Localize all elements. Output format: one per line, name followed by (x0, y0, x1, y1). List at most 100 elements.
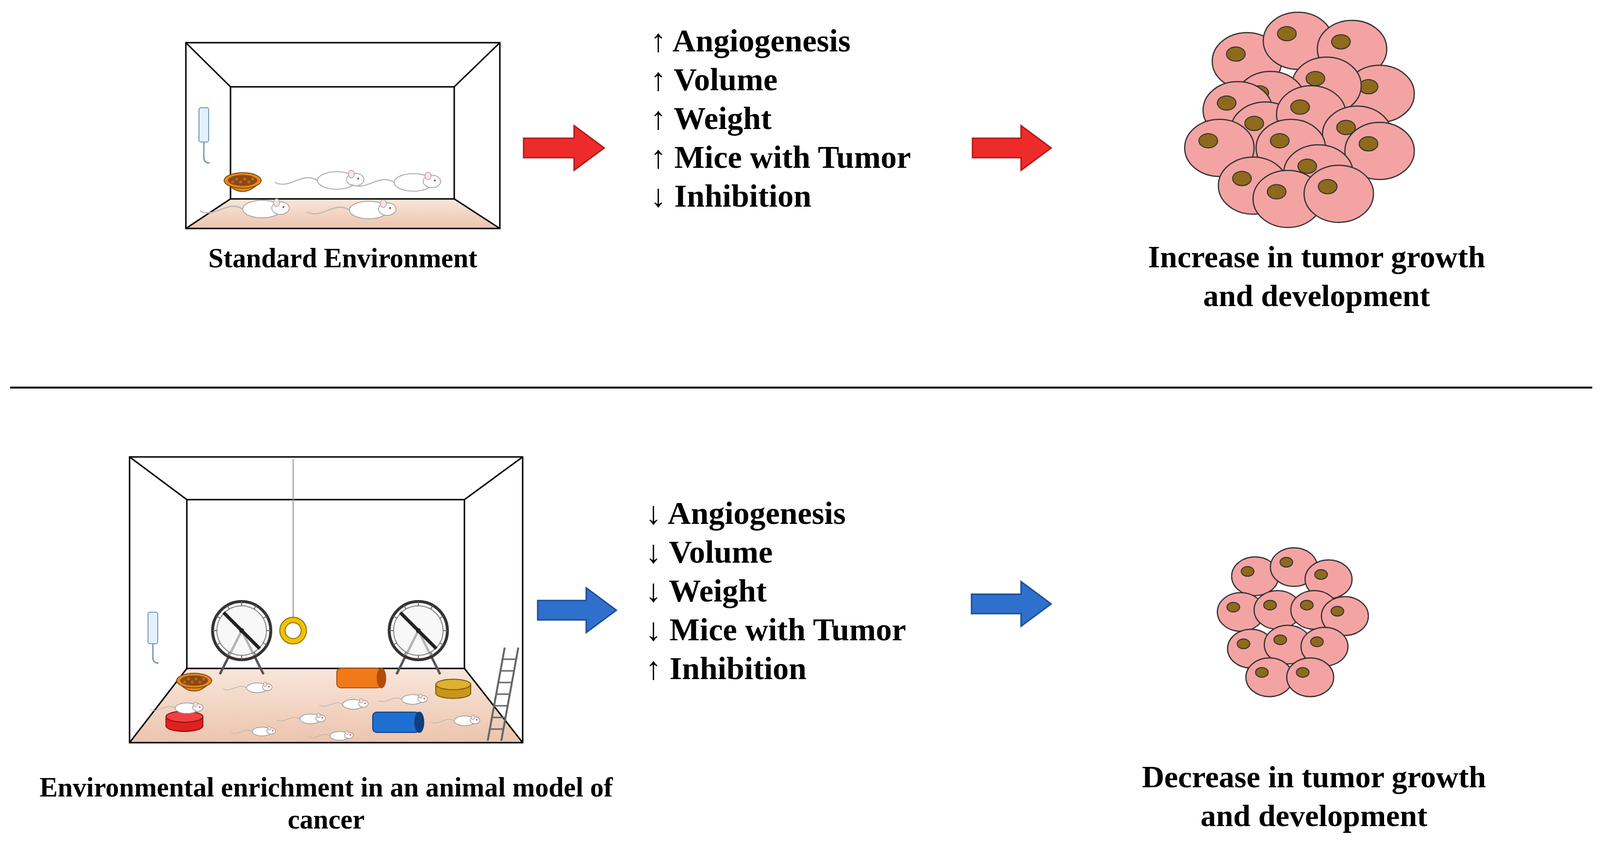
mouse-eye (268, 686, 270, 688)
wheel-rung (393, 616, 397, 619)
bottle-spout (152, 643, 159, 664)
water-bottle (198, 107, 210, 164)
mouse-eye (423, 697, 426, 700)
cage-edge (185, 198, 231, 229)
cell-nucleus (1270, 133, 1290, 148)
wheel-rung (263, 616, 267, 619)
mouse-ear (418, 693, 423, 699)
food-pellet (182, 680, 186, 684)
mouse-figure (276, 713, 326, 725)
ring-outline (282, 620, 304, 642)
wheel-rung (216, 616, 221, 619)
cell-nucleus (1237, 639, 1250, 649)
mouse-eye (282, 206, 285, 209)
wheel-rung (254, 605, 257, 610)
tube-end (377, 668, 386, 689)
mouse-ear (316, 713, 321, 718)
wheel-rung (212, 630, 217, 632)
mouse-figure (306, 199, 396, 219)
food-pellet (251, 177, 255, 181)
bottle-body (198, 107, 209, 143)
wheel-rung (241, 655, 243, 660)
mouse-figure (378, 693, 428, 705)
tumor-cluster (1217, 547, 1369, 697)
figure-caption: Decrease in tumor growth and development (1129, 758, 1499, 836)
hanging-ring (282, 620, 304, 642)
effect-item: ↑ Weight (650, 98, 961, 138)
block-arrow (523, 125, 605, 171)
mouse-ear (263, 682, 267, 687)
cage-front (185, 42, 500, 229)
cell-nucleus (1290, 99, 1310, 115)
food-pellet (202, 677, 206, 681)
mouse-tail (149, 707, 176, 711)
cell-nucleus (1277, 26, 1297, 41)
tumor-cell (1286, 658, 1334, 697)
effect-item: ↓ Angiogenesis (645, 494, 957, 533)
cage-back (230, 86, 455, 199)
mouse-tail (223, 686, 247, 691)
cell-nucleus (1297, 159, 1317, 174)
mouse-figure (199, 198, 290, 218)
mouse-ear (345, 730, 349, 735)
mouse-tail (199, 206, 243, 214)
food-pellet (239, 180, 243, 184)
mouse-ear (359, 698, 363, 704)
bottle-spout (203, 142, 210, 164)
mouse-eye (476, 719, 478, 721)
wheel-hub (415, 628, 421, 634)
mouse-ear (425, 172, 432, 181)
wheel-rung (227, 652, 230, 657)
food-pellet (230, 180, 234, 184)
cell-nucleus (1241, 566, 1254, 577)
mouse-figure (223, 682, 273, 693)
wheel-rung (430, 605, 434, 610)
tube-body (372, 712, 420, 733)
wheel-rung (417, 655, 419, 660)
mouse-figure (274, 170, 364, 190)
mouse-ear (273, 198, 281, 207)
food-pellet (234, 177, 238, 181)
wheel-rung (393, 643, 397, 646)
mouse-eye (357, 177, 360, 180)
mouse-eye (433, 179, 436, 182)
mouse-ear (267, 726, 271, 731)
cell-nucleus (1273, 635, 1287, 645)
cell-nucleus (1314, 569, 1328, 580)
mouse-eye (198, 706, 201, 709)
effect-item: ↑ Volume (650, 60, 961, 99)
cell-nucleus (1305, 71, 1325, 86)
mouse-tail (276, 717, 300, 722)
figure-caption: Standard Environment (124, 241, 562, 276)
mouse-tail (274, 177, 318, 185)
effect-item: ↓ Weight (645, 571, 957, 611)
mouse-figure (430, 715, 480, 726)
cell-nucleus (1318, 179, 1338, 194)
bowl-food (180, 675, 209, 687)
block-arrow (971, 581, 1052, 627)
effect-item: ↓ Mice with Tumor (645, 610, 957, 650)
wheel-rung (241, 601, 243, 607)
wheel-bar (400, 612, 437, 649)
mouse-figure (351, 172, 441, 192)
bottle-body (148, 612, 158, 644)
mouse-tail (306, 207, 350, 215)
cell-nucleus (1310, 637, 1324, 647)
bowl-rim (224, 172, 262, 189)
mouse-eye (272, 730, 274, 732)
cell-nucleus (1244, 116, 1264, 131)
figure-caption: Increase in tumor growth and development (1132, 237, 1502, 316)
mouse-eye (321, 717, 324, 719)
cage-edge (454, 198, 500, 229)
cell-nucleus (1267, 184, 1287, 199)
effect-item: ↑ Inhibition (645, 649, 957, 689)
food-pellet (186, 677, 190, 681)
food-pellet (194, 677, 198, 681)
play-tube (336, 668, 386, 689)
mouse-tail (230, 730, 253, 734)
cell-nucleus (1280, 557, 1293, 568)
cage-floor (185, 198, 500, 229)
mouse-tail (319, 703, 343, 707)
cell-nucleus (1359, 79, 1379, 94)
